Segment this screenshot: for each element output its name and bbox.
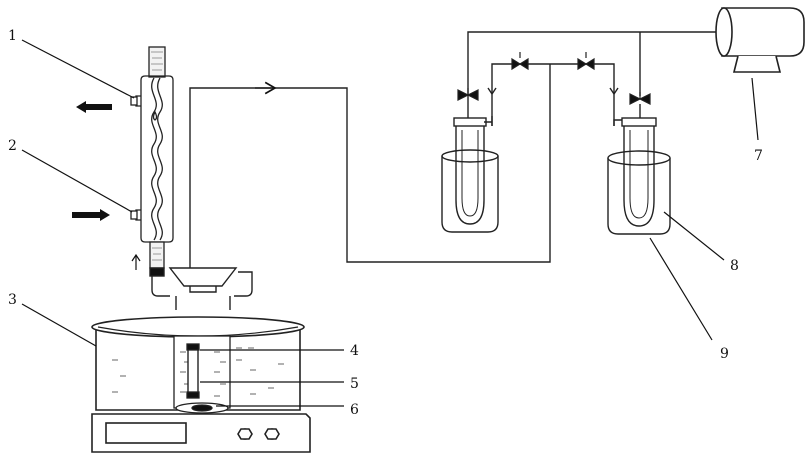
joint-clip — [150, 268, 164, 276]
label-4: 4 — [350, 343, 359, 359]
stirrer-knob-1 — [238, 429, 252, 439]
label-9: 9 — [720, 346, 729, 362]
label-5: 5 — [350, 376, 359, 392]
label-1: 1 — [8, 28, 17, 44]
condenser-inner-tube — [152, 78, 157, 240]
feed-funnel — [170, 268, 236, 286]
label-2: 2 — [8, 138, 17, 154]
label-6: 6 — [350, 402, 359, 418]
stir-bar — [192, 405, 212, 411]
coolant-inlet-arrow — [72, 209, 110, 221]
cold-trap-left — [442, 96, 498, 232]
stirrer-knob-2 — [265, 429, 279, 439]
vapor-up-arrow — [132, 255, 140, 270]
label-7: 7 — [754, 148, 763, 164]
label-3: 3 — [8, 292, 17, 308]
cold-trap-right — [608, 104, 670, 234]
stirrer-display — [106, 423, 186, 443]
vacuum-pump — [716, 8, 804, 72]
reaction-flask-assembly — [150, 268, 252, 310]
reflux-condenser — [131, 47, 173, 268]
electrode-holder — [188, 346, 198, 396]
vacuum-manifold — [468, 32, 720, 126]
condenser-bottom-stem — [150, 242, 164, 268]
valve-mid-right — [578, 52, 594, 69]
valve-right-top — [630, 92, 650, 104]
condenser-jacket — [141, 76, 173, 242]
valve-mid-left — [512, 52, 528, 69]
magnetic-stirrer-base — [92, 414, 310, 452]
label-8: 8 — [730, 258, 739, 274]
coolant-outlet-arrow — [76, 101, 112, 113]
